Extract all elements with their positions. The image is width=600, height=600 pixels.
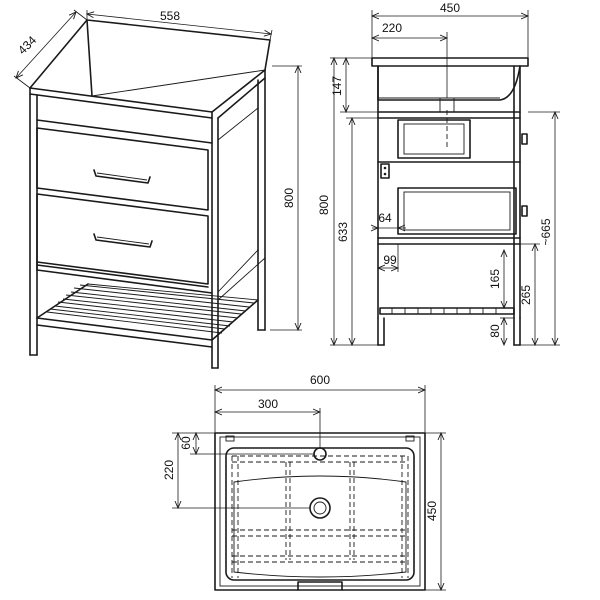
dim-side-total-height: 800 [317,195,331,215]
dim-side-basin-offset: 220 [382,21,402,35]
dim-plan-width: 600 [310,373,330,387]
side-shelf [379,307,515,315]
dim-plan-drain-depth: 220 [162,460,176,480]
dim-side-top-height: 147 [330,76,344,96]
side-drawer-bottom [397,187,517,235]
handle-icon [93,169,151,184]
drain-icon [309,447,331,519]
dim-side-leg-height: 80 [488,324,502,338]
side-drawer-top [397,119,471,159]
dim-plan-front-gap: 60 [179,436,193,450]
dim-side-drawer-height: ~665 [539,218,553,245]
dim-side-shelf-offset: 99 [383,253,397,267]
iso-top-left-rim [29,19,93,97]
plan-top-outline [214,432,426,591]
dim-side-shelf-clear: 165 [488,269,502,289]
dim-plan-drain-offset: 300 [258,397,278,411]
dim-top-width: 558 [160,9,180,23]
plan-view: 600 300 60 220 450 [162,373,446,590]
dim-side-carcass-height: 633 [336,222,350,242]
iso-drawer-bottom [36,193,209,285]
dim-top-depth: 434 [15,33,39,57]
handle-icon [93,233,153,248]
iso-front-top [29,87,213,119]
dim-side-drawer-gap: 64 [378,211,392,225]
dim-iso-height: 800 [282,188,296,208]
side-top-slab [371,57,529,67]
dim-side-width: 450 [440,1,460,15]
iso-shelf [36,283,259,348]
iso-top-rim [86,19,271,71]
side-view: 450 220 147 800 633 64 99 165 [317,1,560,345]
bracket-icon [380,163,390,179]
handle-icon [297,581,343,591]
dim-plan-depth: 450 [425,501,439,521]
isometric-view: 558 434 800 [13,9,302,369]
dim-side-shelf-height: 265 [519,285,533,305]
iso-drawer-top [36,127,209,211]
